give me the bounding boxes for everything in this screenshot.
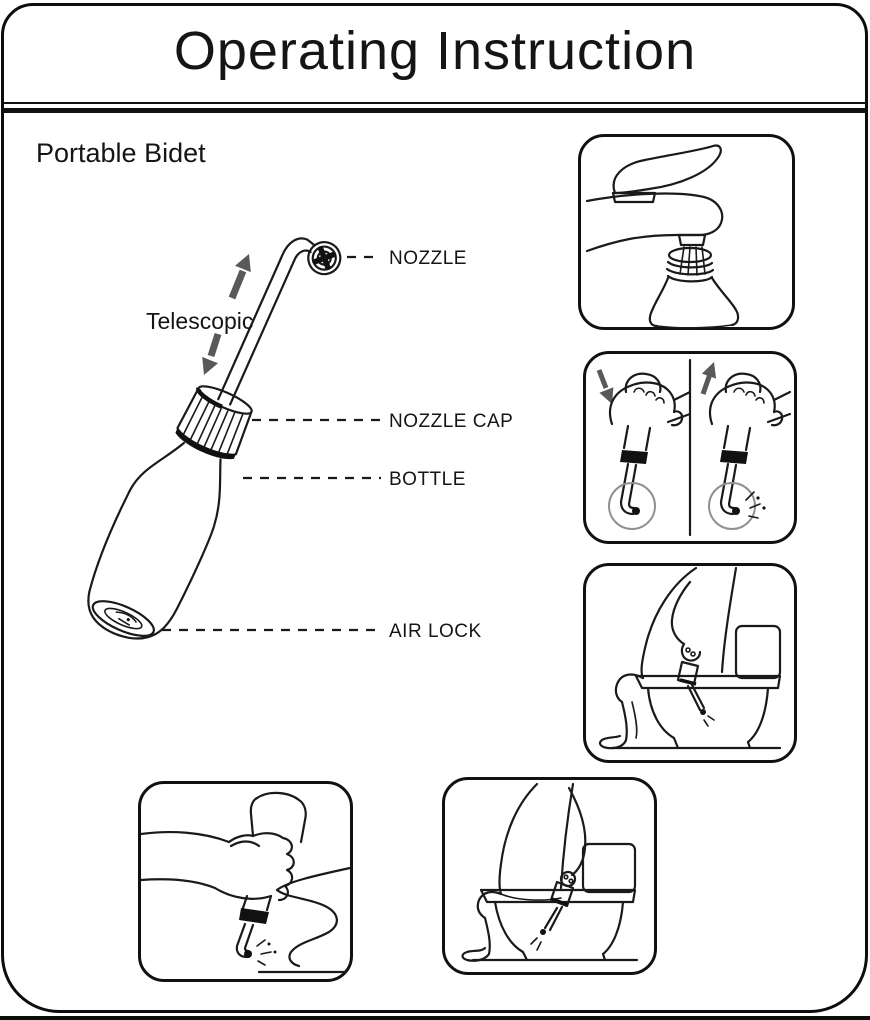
page-title: Operating Instruction: [173, 21, 697, 81]
title-divider-thin: [3, 102, 866, 104]
pull-up-step: [700, 362, 792, 531]
telescopic-down-arrow-icon: [202, 332, 222, 375]
leg-silhouette: [257, 866, 352, 974]
product-name: Portable Bidet: [36, 138, 206, 168]
hands-press-pull-nozzle-icon: [596, 358, 792, 537]
bottle-label: BOTTLE: [389, 469, 466, 490]
panel-use-seated-front: [583, 563, 797, 763]
telescopic-up-arrow-icon: [228, 254, 251, 300]
panel-handheld-spray: [138, 781, 353, 982]
press-down-step: [596, 369, 692, 531]
faucet-icon: [585, 144, 724, 253]
toilet-icon: [610, 624, 782, 750]
nozzle-cap-icon: [175, 385, 253, 460]
person-icon: [598, 566, 738, 750]
panel-use-seated-rear: [442, 777, 657, 975]
telescopic-label: Telescopic: [146, 308, 253, 334]
air-lock-icon: [91, 600, 155, 637]
press-down-arrow-icon: [596, 369, 614, 404]
air-lock-label: AIR LOCK: [389, 621, 482, 642]
person-on-toilet-front-wash-icon: [598, 566, 782, 750]
bidet-in-use-icon: [676, 660, 715, 727]
panel-extend-retract-nozzle: [583, 351, 797, 544]
title-divider-thick: [3, 108, 866, 113]
panel-fill-from-faucet: [578, 134, 795, 330]
bottle-under-faucet-icon: [648, 246, 740, 329]
inverted-bottle-icon: [249, 791, 307, 844]
person-on-toilet-rear-wash-icon: [461, 782, 639, 962]
gripping-hand-icon: [213, 832, 295, 902]
pull-up-arrow-icon: [700, 362, 717, 395]
nozzle-label: NOZZLE: [389, 248, 467, 269]
bottle-outline: [87, 441, 222, 640]
bidet-bottle: [87, 237, 342, 640]
nozzle-icon: [307, 241, 342, 276]
nozzle-cap-label: NOZZLE CAP: [389, 411, 513, 432]
bidet-in-use-icon: [530, 880, 575, 951]
person-icon: [461, 782, 587, 962]
page-bottom-edge: [0, 1016, 870, 1020]
hand-holding-inverted-bottle-spray-icon: [139, 791, 352, 974]
arm-icon: [139, 830, 231, 890]
nozzle-spray-icon: [235, 894, 277, 966]
spray-icon: [745, 491, 766, 519]
toilet-icon: [471, 842, 639, 962]
faucet-filling-bottle-icon: [585, 144, 740, 329]
main-diagram: Telescopic NOZZLE NOZZLE CAP BOTTLE AIR …: [87, 237, 513, 642]
